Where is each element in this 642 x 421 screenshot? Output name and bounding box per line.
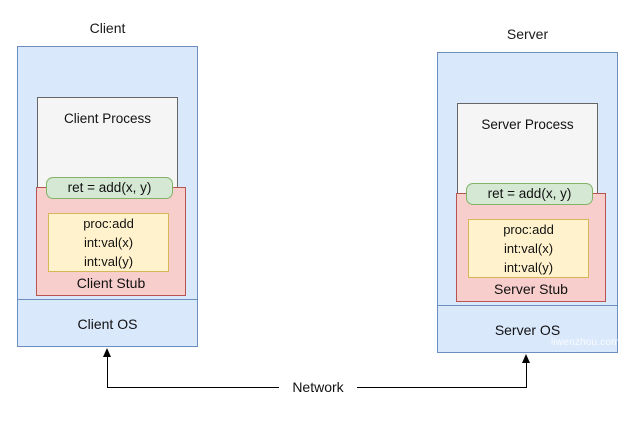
network-label: Network: [279, 378, 357, 396]
server-title: Server: [506, 26, 549, 42]
packet-field: int:val(x): [503, 241, 554, 256]
arrowhead-up-server-icon: [522, 354, 530, 363]
server-message-packet-box: proc:add int:val(x) int:val(y): [468, 219, 589, 278]
server-process-box: Server Process: [457, 103, 598, 198]
arrowhead-up-client-icon: [103, 348, 111, 357]
network-line-server-vertical: [526, 361, 527, 388]
server-machine-column: Server Server Process Server Stub proc:a…: [437, 26, 618, 353]
client-machine-box: Client Process Client Stub proc:add int:…: [17, 46, 198, 347]
packet-field: int:val(y): [83, 254, 134, 269]
client-stub-label: Client Stub: [76, 275, 146, 291]
server-os-label: Server OS: [438, 305, 617, 354]
client-os-label: Client OS: [18, 299, 197, 348]
server-machine-box: Server Process Server Stub proc:add int:…: [437, 52, 618, 353]
packet-field: proc:add: [503, 222, 554, 237]
client-call-badge: ret = add(x, y): [46, 177, 173, 199]
packet-field: int:val(y): [503, 260, 554, 275]
server-call-badge: ret = add(x, y): [466, 183, 593, 205]
client-machine-column: Client Client Process Client Stub proc:a…: [17, 20, 198, 347]
client-title: Client: [89, 20, 126, 36]
watermark: liwenzhou.com: [551, 337, 620, 348]
server-stub-label: Server Stub: [494, 281, 568, 297]
client-process-label: Client Process: [63, 111, 152, 126]
server-process-label: Server Process: [481, 117, 574, 132]
client-process-box: Client Process: [37, 97, 178, 192]
packet-field: proc:add: [83, 216, 134, 231]
packet-field: int:val(x): [83, 235, 134, 250]
client-message-packet-box: proc:add int:val(x) int:val(y): [48, 213, 169, 272]
network-line-client-vertical: [107, 355, 108, 388]
